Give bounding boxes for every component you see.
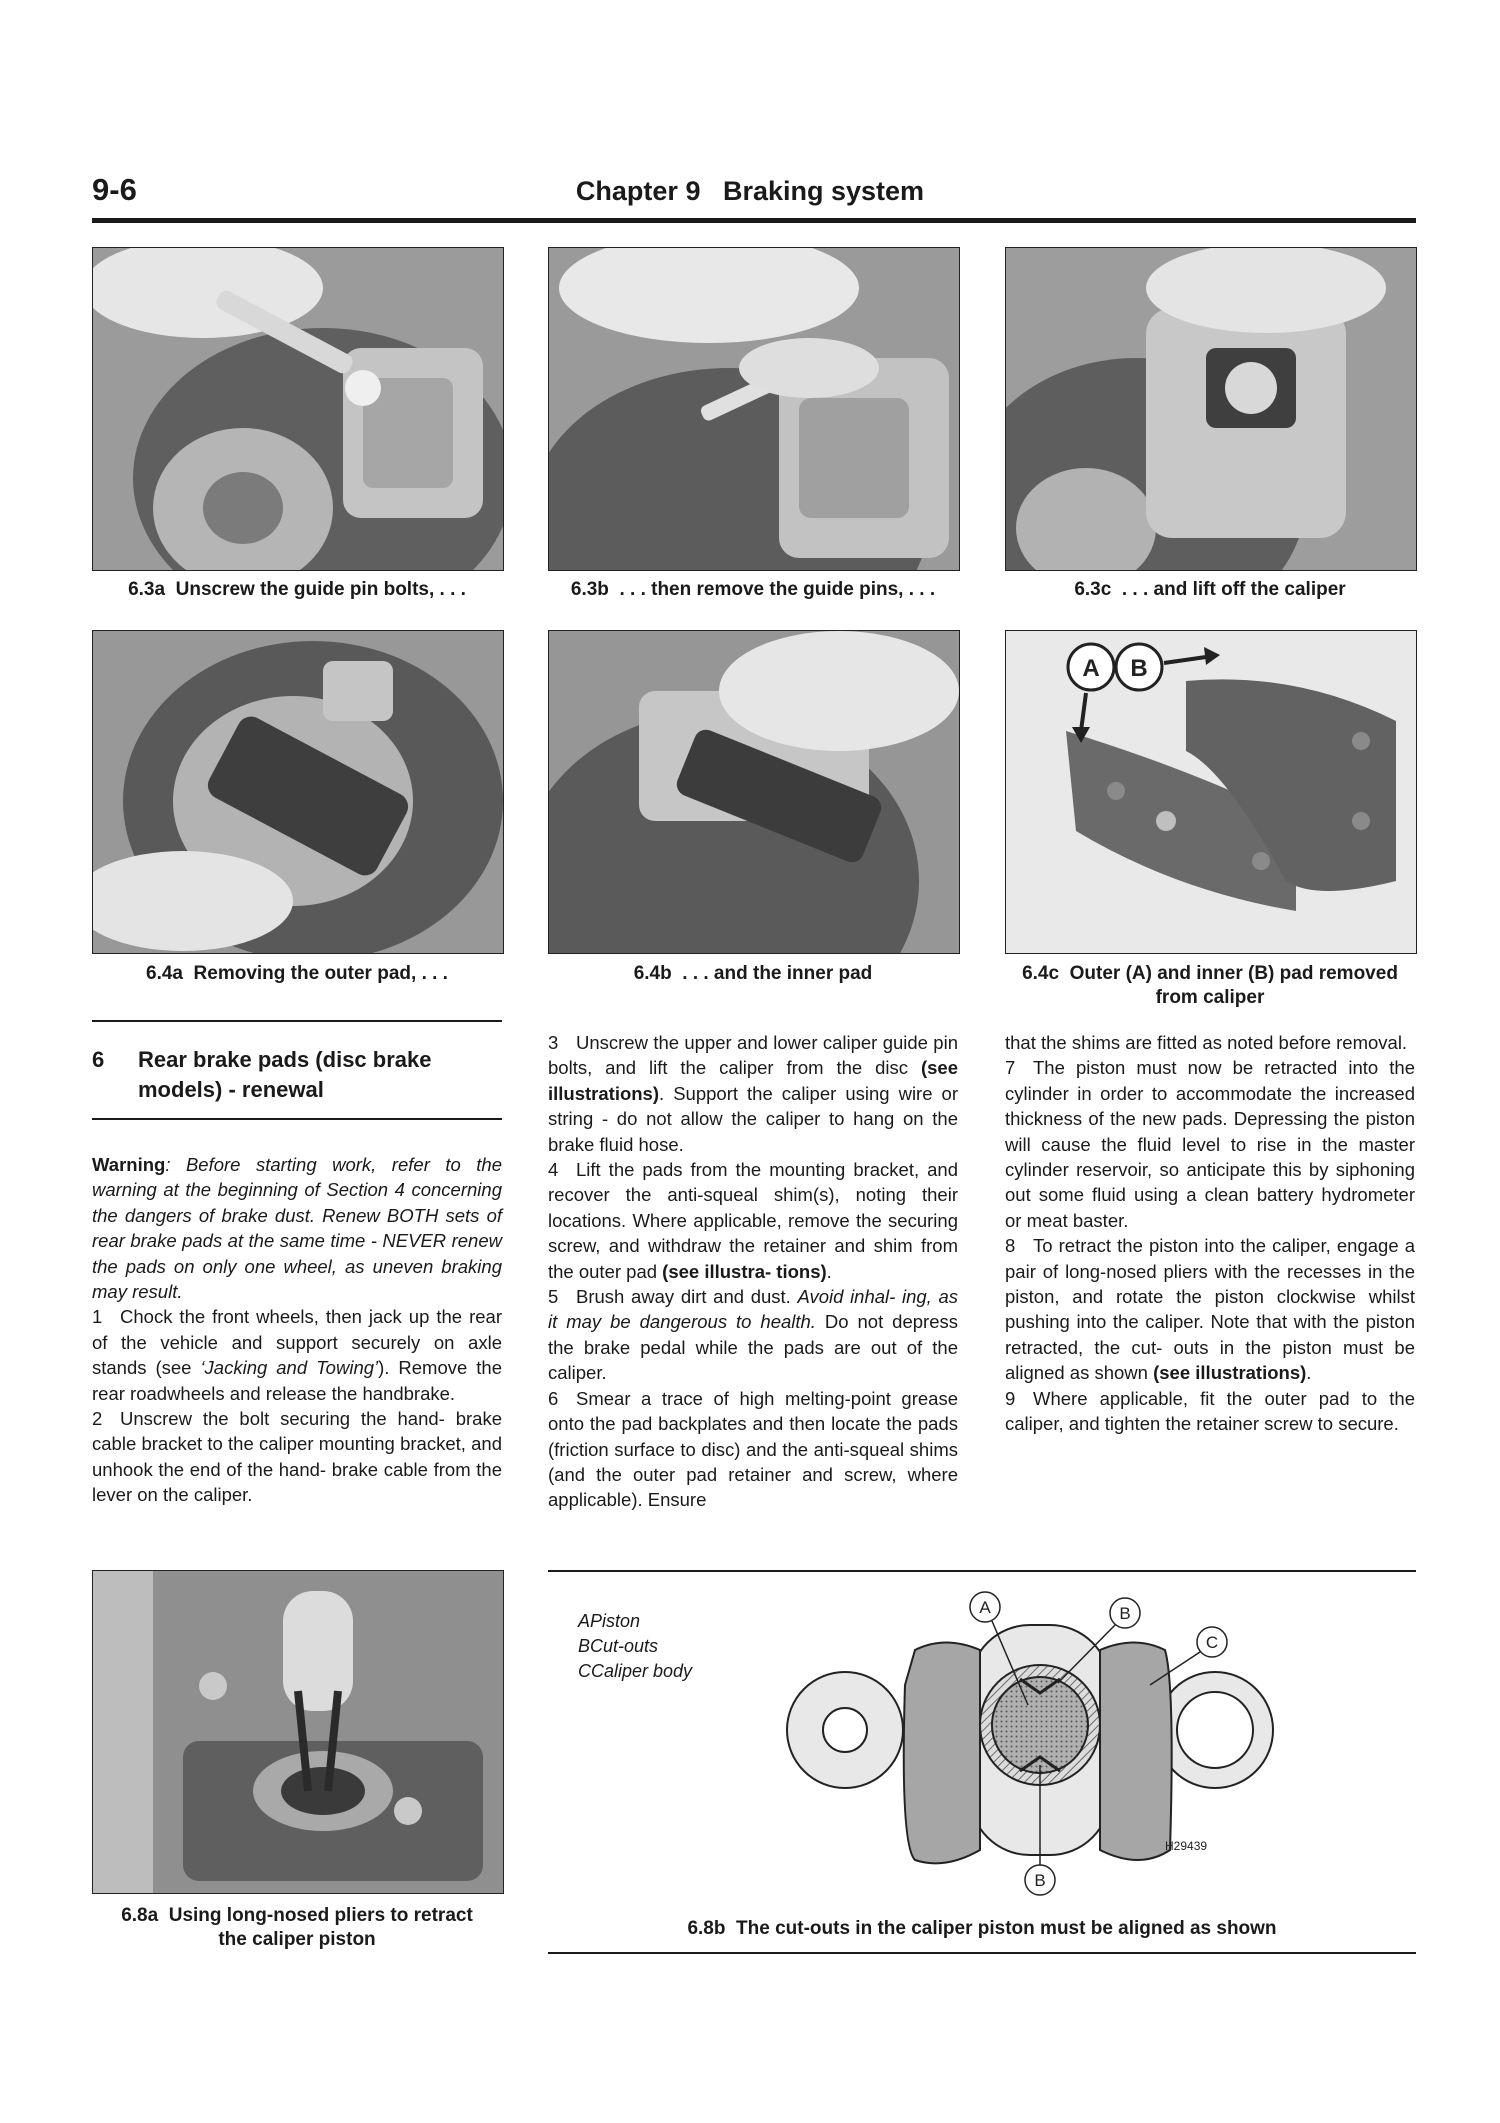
warning-body: : Before starting work, refer to the war… [92, 1154, 502, 1303]
diagram-reference: H29439 [1165, 1839, 1207, 1853]
photo-6-3b-image [549, 248, 959, 570]
photo-6-4b-image [549, 631, 959, 953]
chapter-title: Chapter 9 Braking system [575, 176, 925, 206]
caption-6-8b: 6.8b The cut-outs in the caliper piston … [687, 1918, 1277, 1939]
callout-a: A [979, 1598, 991, 1617]
caption-6-4c: 6.4c Outer (A) and inner (B) pad removed… [1005, 962, 1415, 1010]
callout-b-top: B [1119, 1604, 1130, 1623]
section-title-line2: models) - renewal [138, 1077, 324, 1102]
photo-6-4a-image [93, 631, 503, 953]
caption-6-4c-line1: 6.4c Outer (A) and inner (B) pad removed [1022, 963, 1398, 984]
caption-6-8a-line2: the caliper piston [218, 1929, 376, 1950]
section-top-rule [92, 1020, 502, 1022]
caption-6-8a: 6.8a Using long-nosed pliers to retract … [92, 1904, 502, 1952]
section-heading: 6 Rear brake pads (disc brake models) - … [92, 1045, 502, 1105]
column-3-text: that the shims are fitted as noted befor… [1005, 1030, 1415, 1437]
photo-6-3c-image [1006, 248, 1416, 570]
right-mount-hole [1176, 1691, 1254, 1769]
caption-6-3a: 6.3a Unscrew the guide pin bolts, . . . [128, 579, 466, 600]
photo-label-a: A [1082, 655, 1099, 682]
photo-6-4c-image: A B [1006, 631, 1416, 953]
photo-6-4c: A B [1005, 630, 1417, 954]
caption-6-4c-line2: from caliper [1155, 987, 1265, 1008]
photo-6-3a-image [93, 248, 503, 570]
photo-6-3b [548, 247, 960, 571]
page-number: 9-6 [92, 172, 137, 207]
cutout-bottom [1019, 1755, 1061, 1773]
right-caliper-lug [1099, 1641, 1173, 1861]
photo-6-8a-image [93, 1571, 503, 1893]
caliper-piston-diagram: A B C B H29439 [786, 1591, 1274, 1896]
legend-caliper-body: CCaliper body [578, 1661, 693, 1681]
callout-b-bottom: B [1034, 1871, 1045, 1890]
diagram-top-rule [548, 1570, 1416, 1572]
left-caliper-lug [902, 1641, 981, 1865]
caption-6-3b: 6.3b . . . then remove the guide pins, .… [570, 579, 936, 600]
legend-cutouts: BCut-outs [578, 1636, 659, 1656]
caption-6-4a: 6.4a Removing the outer pad, . . . [146, 963, 448, 984]
photo-6-4b [548, 630, 960, 954]
section-title-line1: Rear brake pads (disc brake [138, 1047, 432, 1072]
warning-label: Warning [92, 1154, 166, 1175]
legend-piston: APiston [578, 1611, 641, 1631]
caption-6-8a-line1: 6.8a Using long-nosed pliers to retract [121, 1905, 473, 1926]
header-rule [92, 218, 1416, 223]
paragraph-6-continued: that the shims are fitted as noted befor… [1005, 1032, 1408, 1053]
photo-6-3a [92, 247, 504, 571]
warning-paragraph: Warning: Before starting work, refer to … [92, 1152, 502, 1304]
callout-c: C [1206, 1633, 1218, 1652]
diagram-bottom-rule [548, 1952, 1416, 1954]
section-bottom-rule [92, 1118, 502, 1120]
section-number: 6 [92, 1047, 105, 1072]
photo-6-3c [1005, 247, 1417, 571]
caption-6-3c: 6.3c . . . and lift off the caliper [1074, 579, 1346, 600]
column-1-text: Warning: Before starting work, refer to … [92, 1152, 502, 1508]
diagram-legend: APiston BCut-outs CCaliper body [578, 1609, 778, 1684]
left-mount-hole [822, 1707, 868, 1753]
caption-6-4b: 6.4b . . . and the inner pad [633, 963, 873, 984]
cutout-top [1019, 1677, 1061, 1695]
photo-6-8a [92, 1570, 504, 1894]
photo-label-b: B [1130, 655, 1147, 682]
photo-6-4a [92, 630, 504, 954]
